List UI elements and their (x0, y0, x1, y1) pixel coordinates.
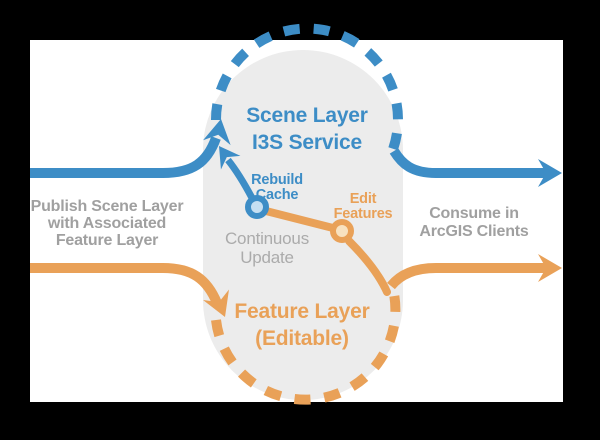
edit-features-label-line1: Edit (350, 191, 377, 207)
scene-flow-in-line (30, 136, 221, 178)
scene-cycle-dashed-arc (210, 23, 403, 154)
feature-layer-title-line1: Feature Layer (234, 300, 369, 323)
edit-features-label-line2: Features (334, 206, 393, 222)
publish-annotation-line3: Feature Layer (56, 232, 158, 249)
continuous-update-label-line1: Continuous (225, 229, 309, 248)
scene-flow-out-line (389, 148, 548, 178)
rebuild-cache-arrow-line (225, 157, 256, 200)
lifecycle-capsule (203, 50, 403, 400)
publish-annotation-line2: with Associated (47, 215, 166, 232)
edit-features-node (330, 219, 354, 243)
continuous-update-link (262, 207, 337, 232)
consume-annotation-line1: Consume in (429, 205, 519, 222)
scene-layer-title-line2: I3S Service (252, 131, 362, 154)
edit-features-output-curve (345, 237, 391, 296)
rebuild-cache-label-line2: Cache (256, 187, 299, 203)
scene-layer-title-line1: Scene Layer (246, 104, 368, 127)
continuous-update-label-line2: Update (240, 248, 294, 267)
feature-layer-title-line2: (Editable) (255, 327, 349, 350)
feature-flow-out-line (387, 263, 548, 290)
feature-flow-in-line (30, 263, 222, 306)
feature-cycle-dashed-arc (211, 287, 401, 405)
rebuild-cache-label-line1: Rebuild (251, 172, 303, 188)
publish-annotation-line1: Publish Scene Layer (31, 198, 184, 215)
rebuild-cache-node (245, 195, 269, 219)
consume-annotation-line2: ArcGIS Clients (419, 223, 529, 240)
